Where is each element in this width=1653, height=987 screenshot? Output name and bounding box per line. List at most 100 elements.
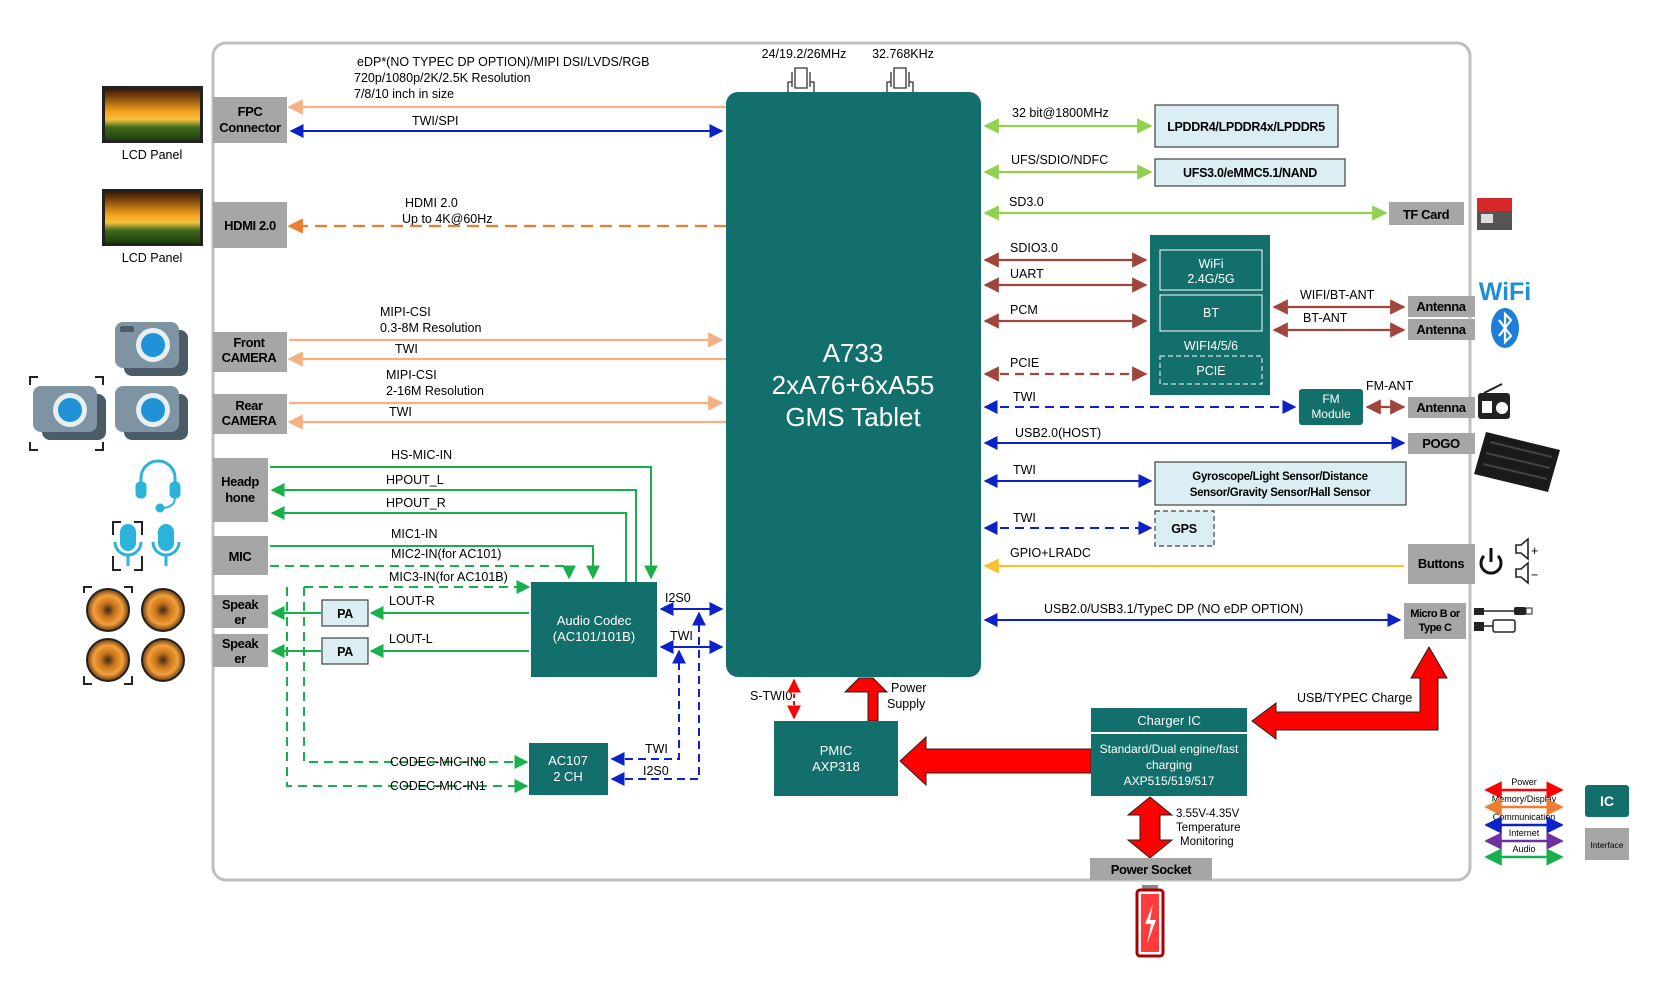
soc-product: GMS Tablet	[785, 402, 921, 432]
legend-interface-swatch	[1585, 828, 1629, 860]
bt-label: BT	[1203, 306, 1219, 320]
mic1-in-label: MIC1-IN	[391, 527, 438, 541]
lcd-panel-icon	[102, 86, 203, 143]
hpout-r-label: HPOUT_R	[386, 496, 446, 510]
speaker-label-2: Speak	[222, 636, 259, 651]
mic2-in-label: MIC2-IN(for AC101)	[391, 547, 501, 561]
power-button-icon	[1479, 548, 1503, 575]
ddr-box	[1154, 104, 1339, 148]
speaker-label-2b: er	[234, 651, 246, 666]
headphone-label-2: hone	[225, 490, 255, 505]
twi-fm-label: TWI	[1013, 390, 1036, 404]
edp-signal-label: eDP*(NO TYPEC DP OPTION)/MIPI DSI/LVDS/R…	[357, 55, 649, 69]
camera-icon	[115, 322, 188, 376]
power-supply-label-2: Supply	[887, 697, 926, 711]
pa-label-2: PA	[337, 645, 353, 659]
ac107-channels: 2 CH	[553, 769, 583, 784]
rear-camera-label: Rear	[235, 398, 263, 413]
wifi-block	[1159, 249, 1263, 291]
hdmi-box-label: HDMI 2.0	[224, 218, 276, 233]
clock-rtc-label: 32.768KHz	[872, 47, 934, 61]
legend-internet-label: Internet	[1509, 828, 1540, 838]
usb-typec-dp-label: USB2.0/USB3.1/TypeC DP (NO eDP OPTION)	[1044, 602, 1303, 616]
hdmi-signal-label: HDMI 2.0	[405, 196, 458, 210]
legend-ic-label: IC	[1600, 793, 1614, 809]
antenna-box-2	[1408, 319, 1475, 340]
wifi-band-label: 2.4G/5G	[1187, 272, 1234, 286]
monitor-label: Monitoring	[1180, 836, 1234, 848]
hpout-l-label: HPOUT_L	[386, 473, 444, 487]
audio-codec-model: (AC101/101B)	[553, 629, 635, 644]
charger-desc-2: charging	[1146, 758, 1192, 772]
speaker-icon	[83, 586, 185, 685]
antenna-box-1	[1408, 296, 1475, 317]
legend-power-label: Power	[1511, 777, 1537, 787]
charger-ic-block	[1091, 734, 1247, 796]
speaker-box-2	[213, 634, 268, 667]
lout-l-label: LOUT-L	[389, 632, 433, 646]
micro-b-typec-box	[1404, 603, 1466, 639]
legend-audio-label: Audio	[1512, 844, 1535, 854]
ddr-label: LPDDR4/LPDDR4x/LPDDR5	[1167, 120, 1325, 134]
mic2-in-line	[270, 565, 576, 580]
pcie-box-label: PCIE	[1196, 364, 1225, 378]
battery-icon	[1135, 885, 1165, 958]
front-twi-label: TWI	[395, 342, 418, 356]
twi-label-a: TWI	[670, 629, 693, 643]
pcie-label: PCIE	[1010, 356, 1039, 370]
sd30-label: SD3.0	[1009, 195, 1044, 209]
soc-cores: 2xA76+6xA55	[772, 370, 935, 400]
legend-ic-swatch	[1585, 785, 1629, 817]
twi-label-b: TWI	[645, 742, 668, 756]
gps-label: GPS	[1171, 522, 1197, 536]
hdmi-box	[213, 202, 287, 248]
rear-camera-label-2: CAMERA	[222, 413, 278, 428]
edp-resolution-label: 720p/1080p/2K/2.5K Resolution	[354, 71, 531, 85]
gps-box	[1154, 510, 1215, 547]
wifi-label: WiFi	[1199, 257, 1224, 271]
wifi456-label: WIFI4/5/6	[1184, 339, 1238, 353]
sdio30-label: SDIO3.0	[1010, 241, 1058, 255]
hpout-l-line	[270, 483, 637, 582]
ac107-block	[529, 743, 608, 795]
charger-ic-label: Charger IC	[1137, 713, 1201, 728]
mic3-in-label: MIC3-IN(for AC101B)	[389, 570, 508, 584]
ufs-bus-label: UFS/SDIO/NDFC	[1011, 153, 1108, 167]
hs-mic-in-line	[270, 466, 658, 580]
fm-module-block	[1299, 389, 1363, 425]
fm-ant-label: FM-ANT	[1366, 379, 1414, 393]
mic1-in-line	[270, 545, 600, 580]
speaker-label-1: Speak	[222, 597, 259, 612]
codec-mic-in0-label: CODEC-MIC-IN0	[390, 755, 486, 769]
i2s0-label-a: I2S0	[665, 591, 691, 605]
legend-memory-label: Memory/Display	[1492, 794, 1557, 804]
headphone-icon	[135, 459, 181, 513]
buttons-box	[1408, 544, 1475, 584]
lcd-panel-label: LCD Panel	[122, 251, 182, 265]
mic-box	[213, 536, 268, 575]
legend: Power Memory/Display Communication Inter…	[1484, 777, 1629, 866]
clock-main-label: 24/19.2/26MHz	[762, 47, 847, 61]
lout-r-label: LOUT-R	[389, 594, 435, 608]
pa-box-1	[321, 599, 369, 627]
power-socket-arrow	[1126, 796, 1174, 859]
pmic-model: AXP318	[812, 759, 860, 774]
charger-desc: Standard/Dual engine/fast	[1100, 742, 1239, 756]
codec-mic-in1-label: CODEC-MIC-IN1	[390, 779, 486, 793]
charger-to-pmic-arrow	[899, 735, 1092, 787]
power-socket-box	[1090, 858, 1212, 880]
ufs-box	[1154, 158, 1346, 187]
front-csi-label: MIPI-CSI	[380, 305, 431, 319]
wifi-bt-module	[1150, 235, 1270, 395]
ufs-label: UFS3.0/eMMC5.1/NAND	[1183, 166, 1317, 180]
front-camera-label-2: CAMERA	[222, 350, 278, 365]
pcie-block	[1159, 355, 1263, 385]
gpio-lradc-label: GPIO+LRADC	[1010, 546, 1091, 560]
keyboard-icon	[1474, 432, 1560, 492]
edp-size-label: 7/8/10 inch in size	[354, 87, 454, 101]
fpc-label: FPC	[238, 104, 264, 119]
twi-spi-label: TWI/SPI	[412, 114, 459, 128]
fpc-label-2: Connector	[219, 120, 281, 135]
pmic-label: PMIC	[820, 743, 853, 758]
